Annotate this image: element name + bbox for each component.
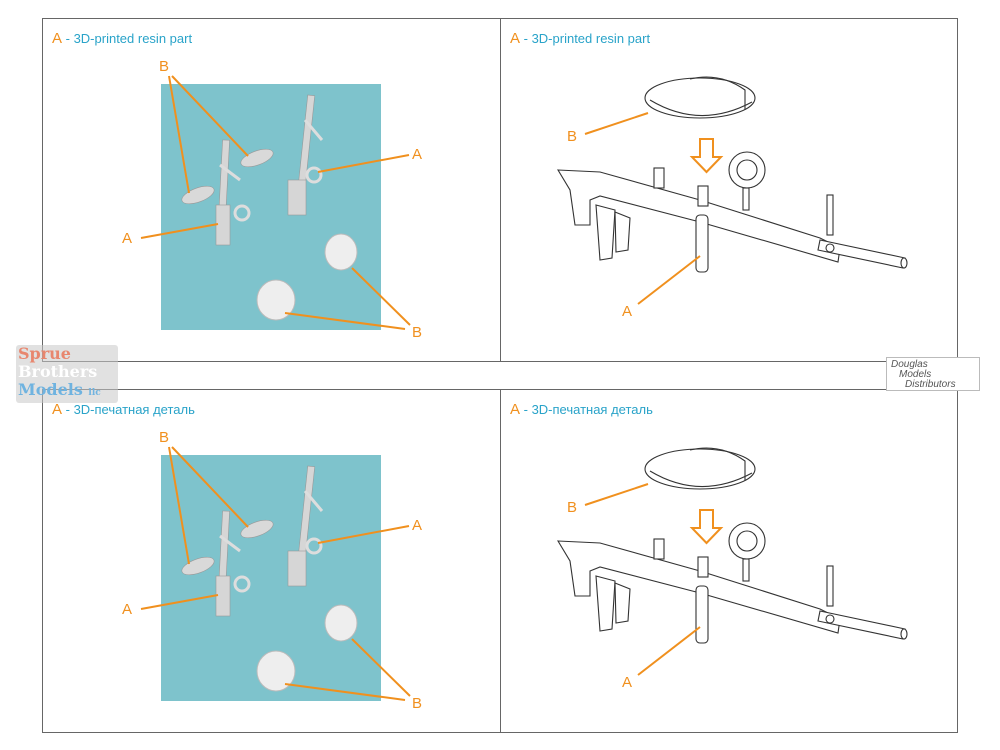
right-panel-title: A - 3D-printed resin part: [510, 30, 650, 47]
title-letter: A: [52, 30, 63, 47]
hatch-part: [240, 519, 274, 539]
watermark-suffix: llc: [88, 388, 101, 398]
section-english: A - 3D-printed resin part A - 3D-printed…: [0, 0, 1000, 372]
callout-a: A: [122, 230, 132, 247]
resin-parts-render: [161, 455, 381, 701]
callout-b: B: [412, 324, 422, 341]
panel-illustrations: B A A B B A: [122, 429, 908, 712]
rifle-drawing: [556, 76, 908, 273]
watermark-line: Distributors: [905, 379, 956, 390]
left-panel-title: A - 3D-printed resin part: [52, 30, 192, 47]
title-letter: A: [52, 401, 63, 418]
resin-parts-render: [161, 84, 381, 330]
callout-a: A: [622, 674, 632, 691]
callout-lines-left: [140, 446, 411, 701]
sprue-brothers-watermark: Sprue Brothers Models llc: [16, 345, 118, 403]
hatch-disc: [256, 279, 296, 321]
callout-a: A: [622, 303, 632, 320]
callout-a: A: [412, 146, 422, 163]
callout-a: A: [412, 517, 422, 534]
right-panel-title: A - 3D-печатная деталь: [510, 401, 653, 418]
title-text: - 3D-printed resin part: [62, 31, 193, 46]
install-arrow-icon: [689, 509, 724, 545]
title-text: - 3D-printed resin part: [520, 31, 651, 46]
title-letter: A: [510, 401, 521, 418]
section-russian: A - 3D-печатная деталь A - 3D-печатная д…: [0, 371, 1000, 743]
watermark-line: Douglas: [891, 359, 928, 370]
title-text: - 3D-печатная деталь: [520, 402, 653, 417]
callout-lines-left: [140, 75, 411, 330]
periscope-part-right: [287, 465, 324, 587]
watermark-line: Sprue: [18, 344, 71, 363]
callout-lines-right: [584, 112, 701, 305]
hatch-disc: [256, 650, 296, 692]
hatch-part-b: [644, 448, 756, 490]
callout-b: B: [567, 499, 577, 516]
watermark-word: Models: [18, 380, 83, 399]
hatch-part: [181, 556, 215, 576]
title-text: - 3D-печатная деталь: [62, 402, 195, 417]
callout-b: B: [412, 695, 422, 712]
callout-b: B: [567, 128, 577, 145]
watermark-line: Models llc: [18, 381, 118, 402]
callout-b: B: [159, 58, 169, 75]
hatch-part-b: [644, 77, 756, 119]
hatch-part: [240, 148, 274, 168]
install-arrow-icon: [689, 138, 724, 174]
watermark-line: Models: [899, 369, 932, 380]
watermark-line: Brothers: [18, 362, 98, 381]
periscope-part-right: [287, 94, 324, 216]
callout-b: B: [159, 429, 169, 446]
title-letter: A: [510, 30, 521, 47]
douglas-models-watermark: Douglas Models Distributors: [886, 357, 980, 391]
callout-a: A: [122, 601, 132, 618]
callout-lines-right: [584, 483, 701, 676]
periscope-part-left: [215, 139, 251, 246]
hatch-disc: [324, 233, 358, 271]
rifle-drawing: [556, 447, 908, 644]
left-panel-title: A - 3D-печатная деталь: [52, 401, 195, 418]
hatch-disc: [324, 604, 358, 642]
hatch-part: [181, 185, 215, 205]
panel-illustrations: B A A B B A: [122, 58, 908, 341]
periscope-part-left: [215, 510, 251, 617]
